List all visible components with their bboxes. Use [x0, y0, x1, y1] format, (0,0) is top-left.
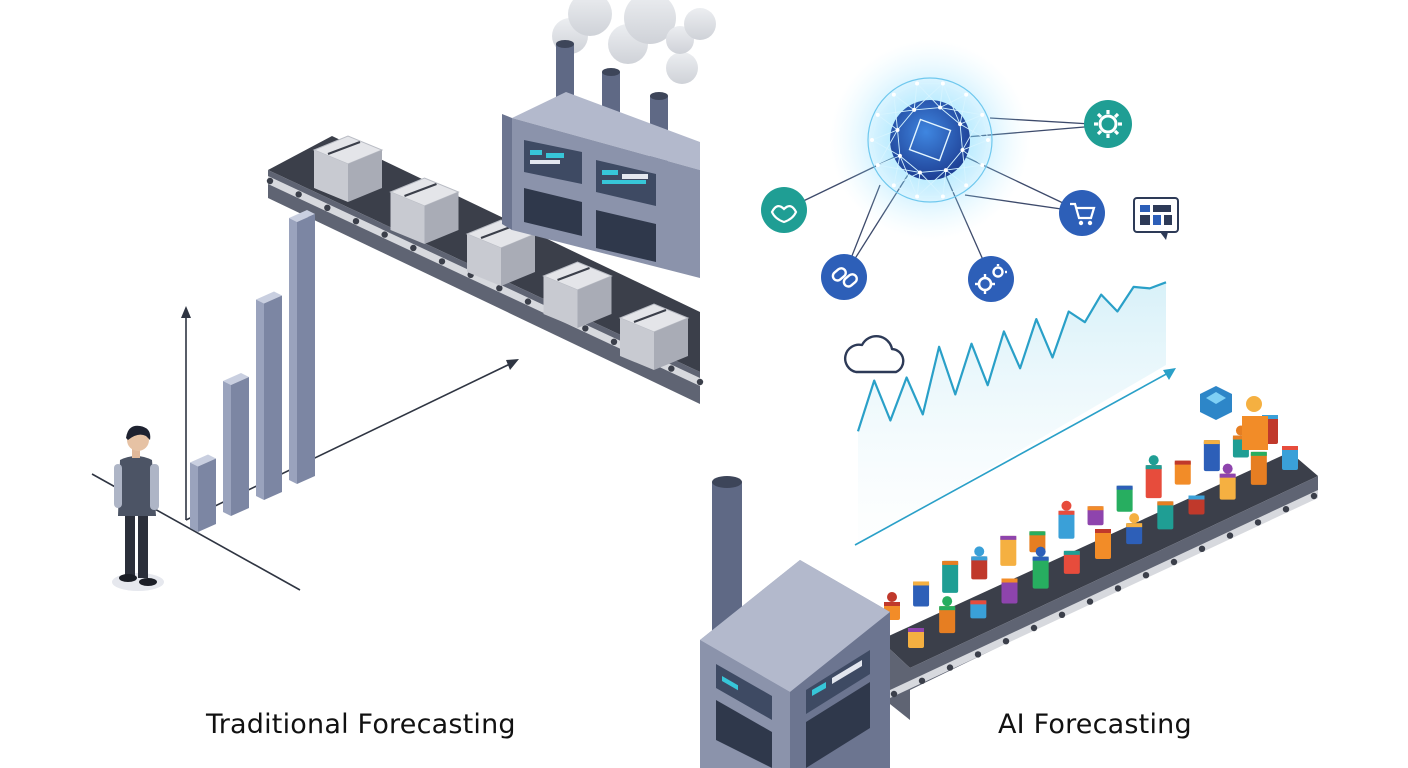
- roller: [1254, 519, 1262, 526]
- cardboard-box: [542, 261, 613, 328]
- roller: [974, 651, 982, 658]
- roller: [1002, 638, 1010, 645]
- line-chart-ai: [854, 281, 1176, 546]
- roller: [1058, 611, 1066, 618]
- roller: [1030, 624, 1038, 632]
- roller: [582, 325, 589, 332]
- product-item: [1203, 440, 1220, 472]
- product-item: [971, 546, 988, 580]
- smoke: [552, 0, 716, 84]
- gears-icon: [968, 256, 1014, 302]
- product-item: [1157, 501, 1174, 530]
- conveyor-belt-ai: [880, 452, 1318, 720]
- belt-rollers: [890, 492, 1318, 698]
- roller: [266, 177, 274, 185]
- ai-scene: [700, 40, 1318, 768]
- product-item: [1250, 451, 1267, 485]
- roller: [496, 285, 503, 292]
- product-item: [913, 581, 930, 607]
- product-item: [942, 560, 959, 593]
- person-figure: [112, 425, 164, 591]
- product-item: [1063, 550, 1080, 574]
- product-item: [1095, 529, 1111, 559]
- product-item: [908, 628, 924, 648]
- product-item: [1282, 446, 1298, 470]
- heart-icon: [761, 187, 807, 233]
- product-item: [939, 596, 956, 634]
- roller: [1226, 532, 1234, 539]
- hexagon-badge: [1200, 386, 1232, 420]
- roller: [946, 664, 954, 671]
- cardboard-box: [312, 135, 384, 202]
- bar: [289, 210, 315, 484]
- belt-rollers: [266, 177, 704, 386]
- roller: [918, 677, 926, 684]
- roller: [1170, 558, 1178, 566]
- caption-ai-forecasting: AI Forecasting: [998, 709, 1192, 740]
- bar: [190, 454, 216, 532]
- roller: [295, 191, 302, 198]
- link-icon: [821, 254, 867, 300]
- product-item: [1188, 495, 1205, 515]
- factory-traditional: [502, 0, 716, 278]
- traditional-scene: [91, 0, 716, 591]
- product-item: [1058, 500, 1075, 539]
- roller: [1198, 545, 1206, 552]
- factory-ai: [700, 476, 890, 768]
- roller: [352, 218, 360, 225]
- bar: [256, 291, 282, 500]
- roller: [1142, 572, 1150, 579]
- roller: [324, 204, 331, 211]
- product-item: [1174, 460, 1191, 485]
- bar-chart-traditional: [190, 210, 315, 532]
- cardboard-box: [618, 303, 690, 370]
- roller: [438, 258, 446, 265]
- roller: [610, 338, 618, 345]
- product-item: [1001, 578, 1018, 604]
- cloud-icon: [844, 334, 905, 374]
- cardboard-box: [389, 177, 460, 244]
- roller: [668, 365, 675, 372]
- product-item: [970, 600, 987, 619]
- roller: [1114, 585, 1122, 592]
- roller: [524, 298, 532, 305]
- roller: [890, 690, 898, 698]
- roller: [381, 231, 388, 238]
- roller: [1310, 492, 1318, 500]
- roller: [696, 378, 704, 386]
- product-item: [1000, 535, 1017, 566]
- product-item: [1087, 506, 1104, 526]
- roller: [1086, 598, 1094, 605]
- dashboard-icon: [1133, 197, 1179, 240]
- roller: [410, 244, 417, 252]
- product-item: [1126, 513, 1143, 545]
- product-item: [1032, 546, 1049, 589]
- bar: [223, 373, 249, 516]
- box-row: [312, 135, 690, 370]
- shopping-cart-icon: [1059, 190, 1105, 236]
- ai-network-globe: [830, 40, 1030, 240]
- product-item: [1219, 463, 1236, 500]
- roller: [1282, 506, 1290, 513]
- caption-traditional-forecasting: Traditional Forecasting: [206, 709, 516, 740]
- flame-item: [1242, 396, 1268, 450]
- product-item: [1116, 485, 1133, 512]
- product-row: [884, 386, 1298, 648]
- product-item: [1145, 455, 1162, 499]
- gear-icon: [1084, 100, 1132, 148]
